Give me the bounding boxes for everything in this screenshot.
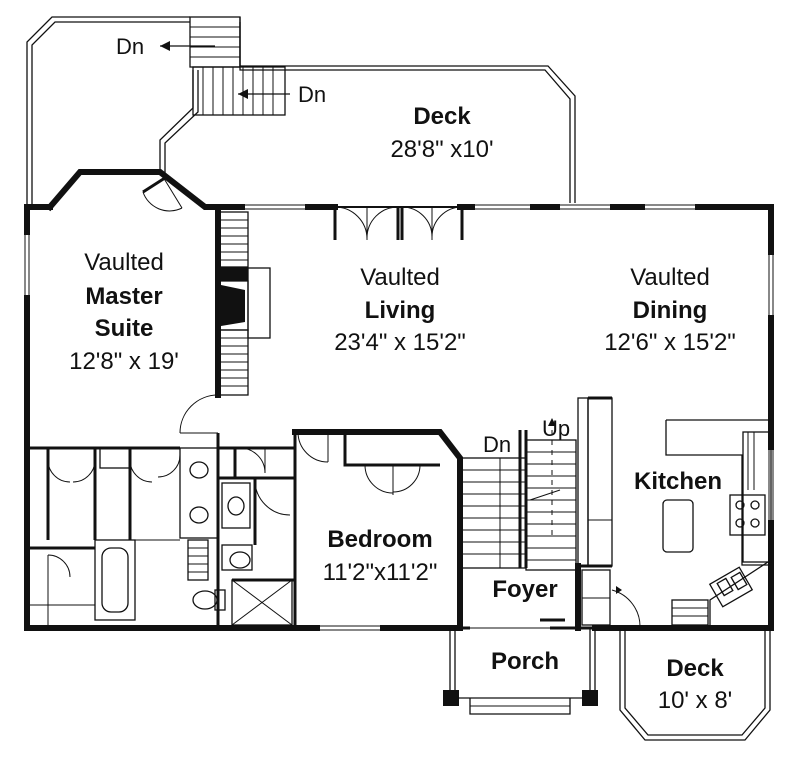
- stair-up-label-main: Up: [542, 416, 570, 441]
- master-size: 12'8" x 19': [69, 348, 179, 375]
- side-deck: [619, 628, 771, 741]
- master-suite-label: Vaulted Master Suite 12'8" x 19': [69, 249, 179, 375]
- bedroom-label: Bedroom 11'2"x11'2": [323, 526, 438, 586]
- dining-label: Vaulted Dining 12'6" x 15'2": [604, 264, 736, 356]
- bedroom-name: Bedroom: [327, 526, 432, 553]
- master-deck-door: [142, 171, 183, 212]
- living-name: Living: [365, 297, 436, 324]
- patio-doors: [333, 206, 464, 240]
- living-qualifier: Vaulted: [360, 264, 440, 291]
- stair-dn-label-deck: Dn: [298, 82, 326, 107]
- living-size: 23'4" x 15'2": [334, 329, 466, 356]
- master-qualifier: Vaulted: [84, 249, 164, 276]
- deck-top-name: Deck: [413, 103, 471, 130]
- deck-stairs: [160, 16, 290, 116]
- bedroom-size: 11'2"x11'2": [323, 559, 438, 586]
- front-door: [470, 618, 565, 632]
- dining-name: Dining: [633, 297, 708, 324]
- upper-deck-outline: [26, 16, 576, 207]
- deck-top-label: Deck 28'8" x10': [390, 103, 493, 163]
- master-name-line1: Master: [85, 283, 162, 310]
- dining-qualifier: Vaulted: [630, 264, 710, 291]
- dining-size: 12'6" x 15'2": [604, 329, 736, 356]
- living-label: Vaulted Living 23'4" x 15'2": [334, 264, 466, 356]
- stair-dn-label-main: Dn: [483, 432, 511, 457]
- windows: [23, 203, 775, 632]
- deck-side-label: Deck 10' x 8': [658, 655, 733, 714]
- deck-side-name: Deck: [666, 655, 724, 682]
- interior-walls: [27, 204, 772, 631]
- porch: [443, 628, 598, 715]
- master-name-line2: Suite: [95, 315, 154, 342]
- foyer-name: Foyer: [492, 576, 557, 603]
- deck-top-size: 28'8" x10': [390, 136, 493, 163]
- stair-dn-label-top: Dn: [116, 34, 144, 59]
- kitchen-name: Kitchen: [634, 468, 722, 495]
- porch-name: Porch: [491, 648, 559, 675]
- deck-side-size: 10' x 8': [658, 687, 733, 714]
